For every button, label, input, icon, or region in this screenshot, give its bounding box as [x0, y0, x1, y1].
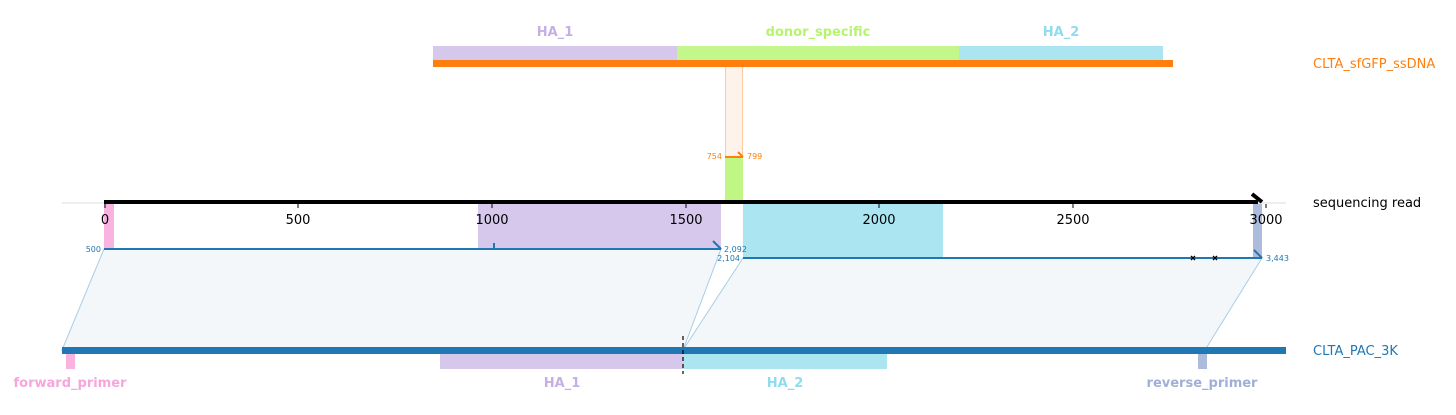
reference-track: forward_primer HA_1 HA_2 reverse_primer … — [14, 336, 1398, 391]
donor-feature-label-donor-specific: donor_specific — [766, 25, 871, 40]
donor-track: HA_1 donor_specific HA_2 CLTA_sfGFP_ssDN… — [433, 25, 1435, 72]
alignment-2-end-label: 3,443 — [1266, 254, 1289, 263]
read-direction-arrow — [1250, 192, 1264, 204]
donor-insert-block — [725, 157, 743, 201]
ref-feature-label-reverse-primer: reverse_primer — [1147, 376, 1259, 391]
read-feature-reverse-primer — [1253, 204, 1262, 258]
read-tick-label: 0 — [101, 213, 109, 228]
ref-feature-forward-primer — [66, 353, 75, 369]
donor-feature-donor-specific — [677, 46, 959, 61]
alignment-1-projection — [61, 248, 722, 351]
donor-insert-shade — [725, 67, 743, 157]
read-track: 0 500 1000 1500 2000 2500 3000 sequencin… — [62, 192, 1421, 258]
donor-insert: 754 799 — [707, 67, 762, 201]
donor-insert-start-label: 754 — [707, 152, 722, 161]
alignment-1-start-label: 500 — [86, 245, 101, 254]
read-tick-label: 1500 — [669, 213, 702, 228]
ref-feature-ha2 — [683, 353, 887, 369]
read-feature-forward-primer — [104, 204, 114, 249]
donor-feature-label-ha2: HA_2 — [1043, 25, 1080, 40]
alignment-2: 2,104 3,443 — [717, 249, 1289, 263]
read-ticks: 0 500 1000 1500 2000 2500 3000 — [101, 204, 1283, 228]
alignment-2-mismatch-marks — [1190, 255, 1218, 261]
ref-feature-label-ha1: HA_1 — [544, 376, 581, 391]
alignment-projections — [61, 248, 1263, 351]
reference-backbone — [62, 347, 1286, 354]
alignment-2-arrow — [1253, 249, 1263, 259]
alignment-1-end-label: 2,092 — [724, 245, 747, 254]
read-tick-label: 2500 — [1056, 213, 1089, 228]
read-feature-ha2 — [743, 204, 943, 258]
alignment-2-projection — [682, 257, 1263, 351]
read-tick-label: 500 — [286, 213, 311, 228]
donor-feature-ha2 — [959, 46, 1163, 61]
donor-feature-label-ha1: HA_1 — [537, 25, 574, 40]
read-feature-ha1 — [478, 204, 721, 249]
ref-feature-ha1 — [440, 353, 683, 369]
ref-feature-reverse-primer — [1198, 353, 1207, 369]
reference-name-label: CLTA_PAC_3K — [1313, 344, 1398, 359]
ref-feature-label-ha2: HA_2 — [767, 376, 804, 391]
donor-backbone — [433, 60, 1173, 67]
read-tick-label: 2000 — [862, 213, 895, 228]
donor-name-label: CLTA_sfGFP_ssDNA — [1313, 57, 1435, 72]
alignment-1-arrow — [712, 240, 722, 250]
donor-insert-end-label: 799 — [747, 152, 762, 161]
read-name-label: sequencing read — [1313, 196, 1421, 211]
donor-feature-ha1 — [433, 46, 677, 61]
read-tick-label: 1000 — [475, 213, 508, 228]
ref-feature-label-forward-primer: forward_primer — [14, 376, 128, 391]
alignment-2-start-label: 2,104 — [717, 254, 740, 263]
donor-insert-arrow — [737, 151, 744, 158]
read-tick-label: 3000 — [1249, 213, 1282, 228]
alignment-1: 500 2,092 — [86, 240, 747, 254]
